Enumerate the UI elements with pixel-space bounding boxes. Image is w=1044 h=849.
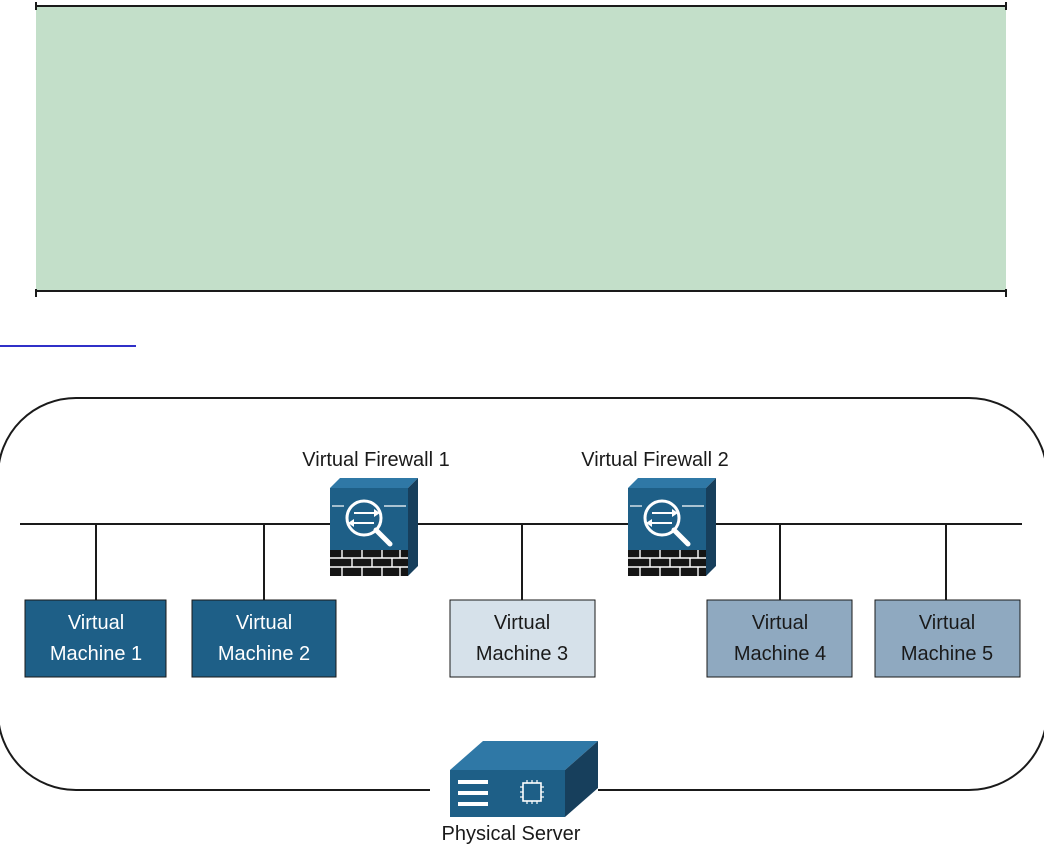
vm-box bbox=[191, 599, 337, 678]
firewall-2-label: Virtual Firewall 2 bbox=[581, 449, 728, 471]
vm-1-label-line2: Machine 1 bbox=[50, 643, 142, 665]
vm-2-label-line1: Virtual bbox=[236, 612, 292, 634]
vm-box bbox=[449, 599, 596, 678]
vm-3-label-line1: Virtual bbox=[494, 612, 550, 634]
firewall-icon bbox=[330, 478, 418, 576]
virtual-machine-4: Virtual Machine 4 bbox=[706, 599, 853, 678]
physical-server-label: Physical Server bbox=[442, 823, 581, 845]
box-corner-tick bbox=[35, 2, 37, 10]
vm-box bbox=[706, 599, 853, 678]
server-icon bbox=[430, 741, 598, 817]
virtual-machine-5: Virtual Machine 5 bbox=[874, 599, 1021, 678]
vm-2-label-line2: Machine 2 bbox=[218, 643, 310, 665]
box-corner-tick bbox=[1005, 2, 1007, 10]
vm-box bbox=[874, 599, 1021, 678]
vm-connectors bbox=[95, 524, 947, 600]
vm-4-label-line2: Machine 4 bbox=[734, 643, 826, 665]
vm-3-label-line2: Machine 3 bbox=[476, 643, 568, 665]
box-corner-tick bbox=[1005, 289, 1007, 297]
firewall-1-label: Virtual Firewall 1 bbox=[302, 449, 449, 471]
highlight-box bbox=[36, 5, 1006, 292]
link-underline[interactable] bbox=[0, 345, 136, 347]
box-corner-tick bbox=[35, 289, 37, 297]
vm-5-label-line2: Machine 5 bbox=[901, 643, 993, 665]
vm-1-label-line1: Virtual bbox=[68, 612, 124, 634]
virtual-machine-2: Virtual Machine 2 bbox=[191, 599, 337, 678]
virtual-machine-3: Virtual Machine 3 bbox=[449, 599, 596, 678]
firewall-icon bbox=[628, 478, 716, 576]
vm-4-label-line1: Virtual bbox=[752, 612, 808, 634]
vm-5-label-line1: Virtual bbox=[919, 612, 975, 634]
vm-box bbox=[24, 599, 167, 678]
virtual-machine-1: Virtual Machine 1 bbox=[24, 599, 167, 678]
